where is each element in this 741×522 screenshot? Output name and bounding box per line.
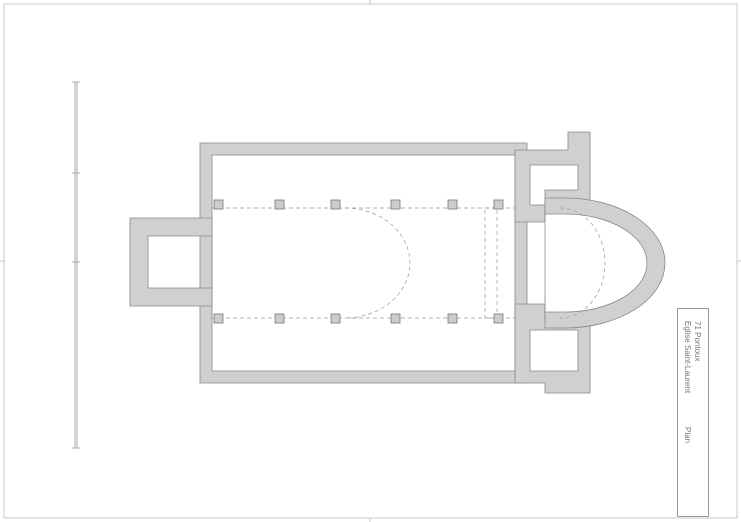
title-block: 71 Pontoux Eglise Saint-Laurent Plan <box>677 308 709 517</box>
vault-lines <box>212 207 606 319</box>
title-commune: 71 Pontoux <box>693 321 702 362</box>
pillars <box>213 199 504 324</box>
scale-bar <box>72 81 80 449</box>
title-building: Eglise Saint-Laurent <box>683 321 692 394</box>
title-view: Plan <box>683 427 692 444</box>
church-walls <box>129 131 666 394</box>
sheet-border <box>3 3 738 519</box>
